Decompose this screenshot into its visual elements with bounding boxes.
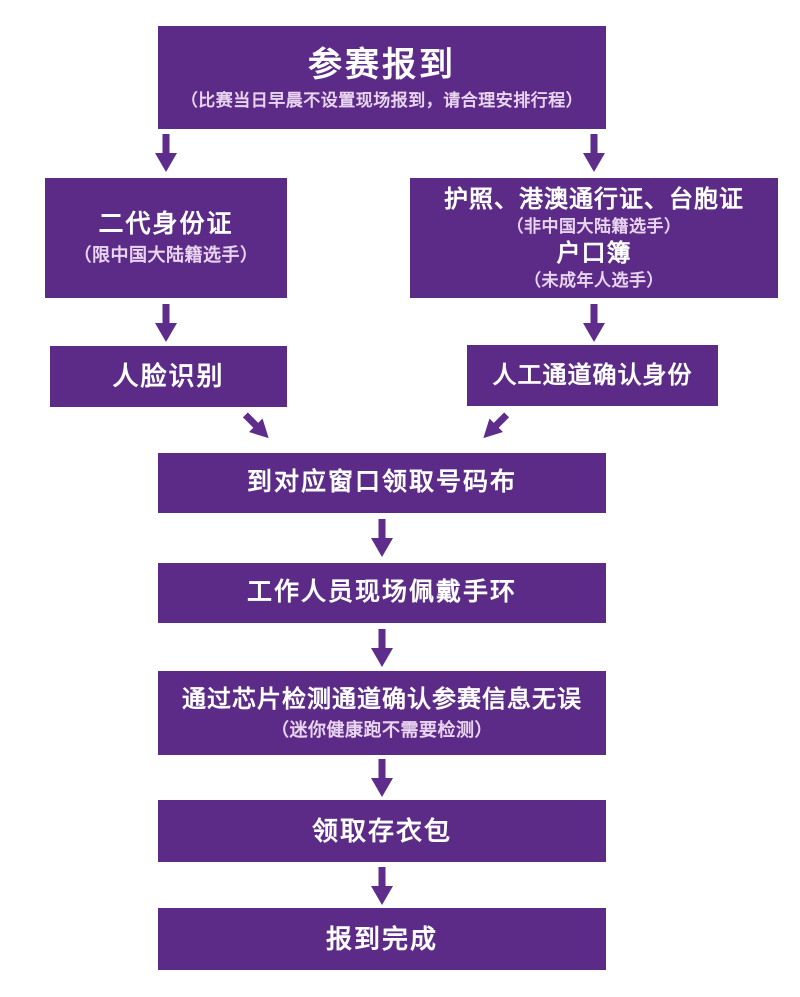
documents-line2: 户口簿 [556,240,632,267]
arrow-down-left-icon [476,408,513,445]
arrow-down-icon [583,134,605,172]
documents-line1: 护照、港澳通行证、台胞证 [444,185,744,213]
face-title: 人脸识别 [112,361,225,392]
flow-box-complete: 报到完成 [158,908,606,970]
flow-box-id-card: 二代身份证 （限中国大陆籍选手） [45,178,287,298]
step1-title: 到对应窗口领取号码布 [246,468,517,497]
flow-box-start: 参赛报到 （比赛当日早晨不设置现场报到，请合理安排行程） [158,26,606,129]
id-card-subtitle: （限中国大陆籍选手） [73,245,259,266]
start-subtitle: （比赛当日早晨不设置现场报到，请合理安排行程） [180,91,584,111]
step3-subtitle: （迷你健康跑不需要检测） [271,719,493,740]
flow-box-pickup-bib: 到对应窗口领取号码布 [158,453,606,513]
arrow-down-icon [155,134,177,172]
flow-box-wristband: 工作人员现场佩戴手环 [158,563,606,623]
flow-box-chip-check: 通过芯片检测通道确认参赛信息无误 （迷你健康跑不需要检测） [158,671,606,755]
arrow-down-icon [371,629,393,667]
step4-title: 领取存衣包 [311,815,452,846]
flow-box-documents: 护照、港澳通行证、台胞证 （非中国大陆籍选手） 户口簿 （未成年人选手） [410,178,778,298]
flow-box-gear-bag: 领取存衣包 [158,800,606,862]
arrow-down-icon [583,304,605,342]
arrow-down-icon [155,304,177,342]
step2-title: 工作人员现场佩戴手环 [246,578,517,607]
documents-note2: （未成年人选手） [524,271,664,290]
arrow-down-icon [371,519,393,557]
arrow-down-right-icon [238,408,275,445]
step5-title: 报到完成 [325,923,438,954]
id-card-title: 二代身份证 [98,210,234,239]
arrow-down-icon [371,867,393,905]
start-title: 参赛报到 [308,45,456,84]
flow-box-face-recognition: 人脸识别 [50,346,287,407]
arrow-down-icon [371,759,393,797]
manual-title: 人工通道确认身份 [492,361,693,389]
step3-title: 通过芯片检测通道确认参赛信息无误 [182,685,582,713]
documents-note1: （非中国大陆籍选手） [506,216,682,236]
flow-box-manual-channel: 人工通道确认身份 [467,345,718,406]
